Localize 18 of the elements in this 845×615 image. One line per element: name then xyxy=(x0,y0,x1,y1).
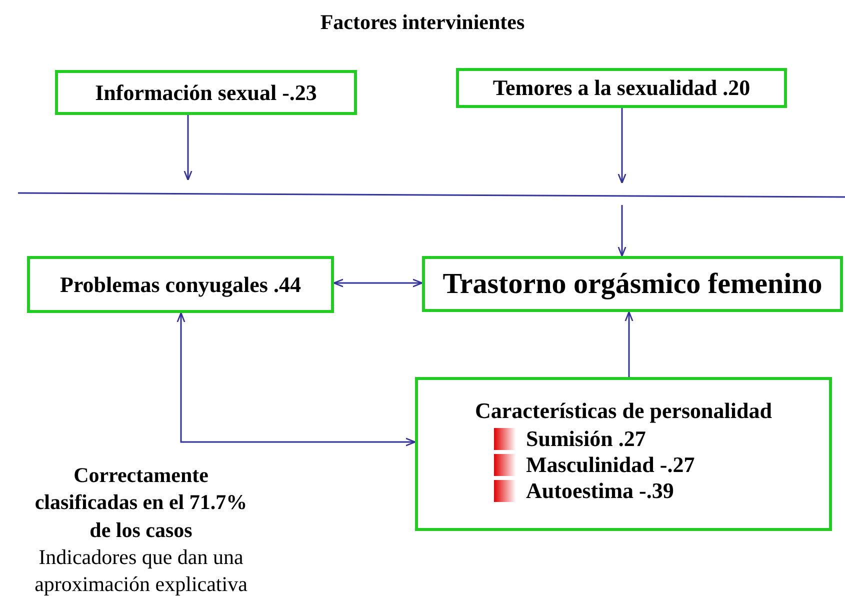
arrow xyxy=(624,311,634,377)
box-heading: Características de personalidad xyxy=(474,398,773,424)
result-note: Correctamente clasificadas en el 71.7% de los casos xyxy=(34,462,248,544)
arrow xyxy=(184,115,192,181)
bullet-text: Sumisión .27 xyxy=(526,426,646,452)
arrow xyxy=(333,278,423,288)
factor-box: Problemas conyugales .44 xyxy=(27,256,334,313)
factor-box: Información sexual -.23 xyxy=(55,70,357,115)
personality-box xyxy=(415,377,832,531)
arrow xyxy=(618,108,626,184)
bullet-text: Autoestima -.39 xyxy=(526,478,674,504)
arrow xyxy=(176,312,416,446)
arrow xyxy=(618,205,626,257)
bullet-text: Masculinidad -.27 xyxy=(526,452,695,478)
diagram-title: Factores intervinientes xyxy=(319,10,526,35)
note-text: Indicadores que dan una aproximación explicativa xyxy=(34,544,248,598)
factor-box: Temores a la sexualidad .20 xyxy=(456,68,787,108)
factor-box: Trastorno orgásmico femenino xyxy=(422,256,843,312)
